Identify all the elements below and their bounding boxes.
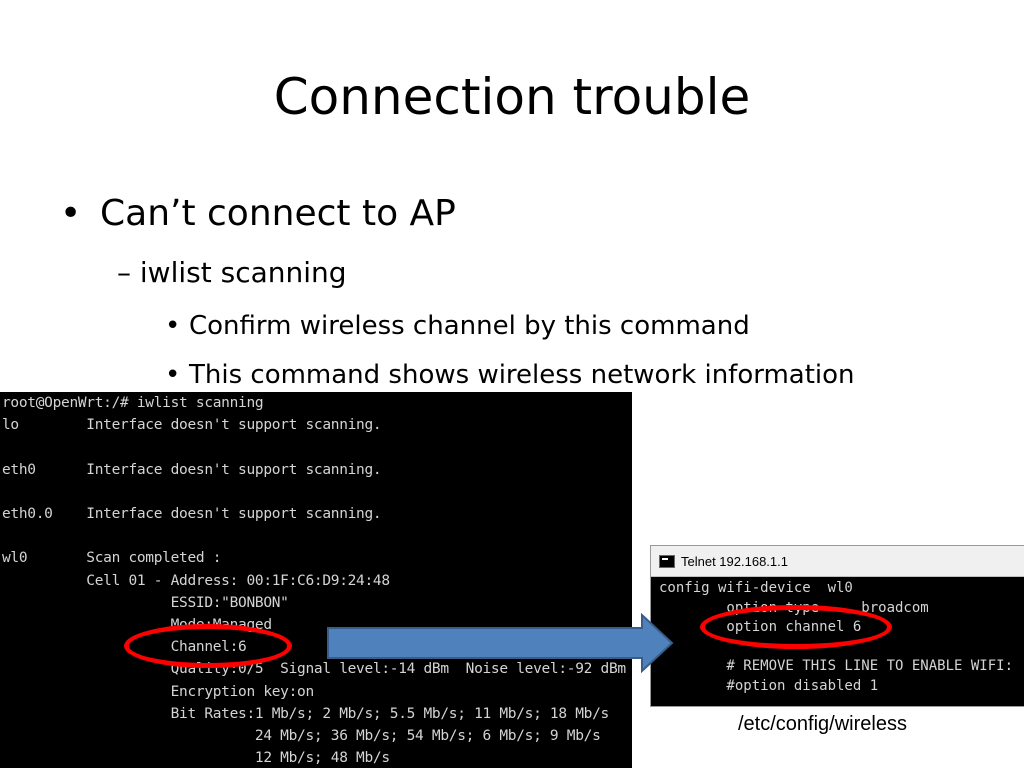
console-icon xyxy=(659,554,675,568)
bullet-text: This command shows wireless network info… xyxy=(189,360,855,390)
bullet-dot: • xyxy=(165,360,181,390)
telnet-title-bar: Telnet 192.168.1.1 xyxy=(651,546,1024,577)
slide-title: Connection trouble xyxy=(273,68,751,126)
arrow-right-icon xyxy=(327,612,674,674)
bullet-level3-b: • This command shows wireless network inf… xyxy=(165,358,855,392)
terminal-output: root@OpenWrt:/# iwlist scanning lo Inter… xyxy=(2,395,626,767)
config-channel-highlight-ellipse xyxy=(700,605,892,649)
arrow-shape xyxy=(327,612,674,674)
bullet-text: Can’t connect to AP xyxy=(100,193,456,234)
bullet-level3-a: • Confirm wireless channel by this comman… xyxy=(165,309,750,343)
bullet-dot: • xyxy=(165,311,181,341)
terminal-screenshot: root@OpenWrt:/# iwlist scanning lo Inter… xyxy=(0,392,632,768)
bullet-text: Confirm wireless channel by this command xyxy=(189,311,750,341)
telnet-title: Telnet 192.168.1.1 xyxy=(681,553,788,569)
channel-highlight-ellipse xyxy=(124,624,292,668)
bullet-level2: – iwlist scanning xyxy=(117,256,347,289)
config-caption: /etc/config/wireless xyxy=(738,713,907,735)
bullet-dot: • xyxy=(60,193,82,234)
